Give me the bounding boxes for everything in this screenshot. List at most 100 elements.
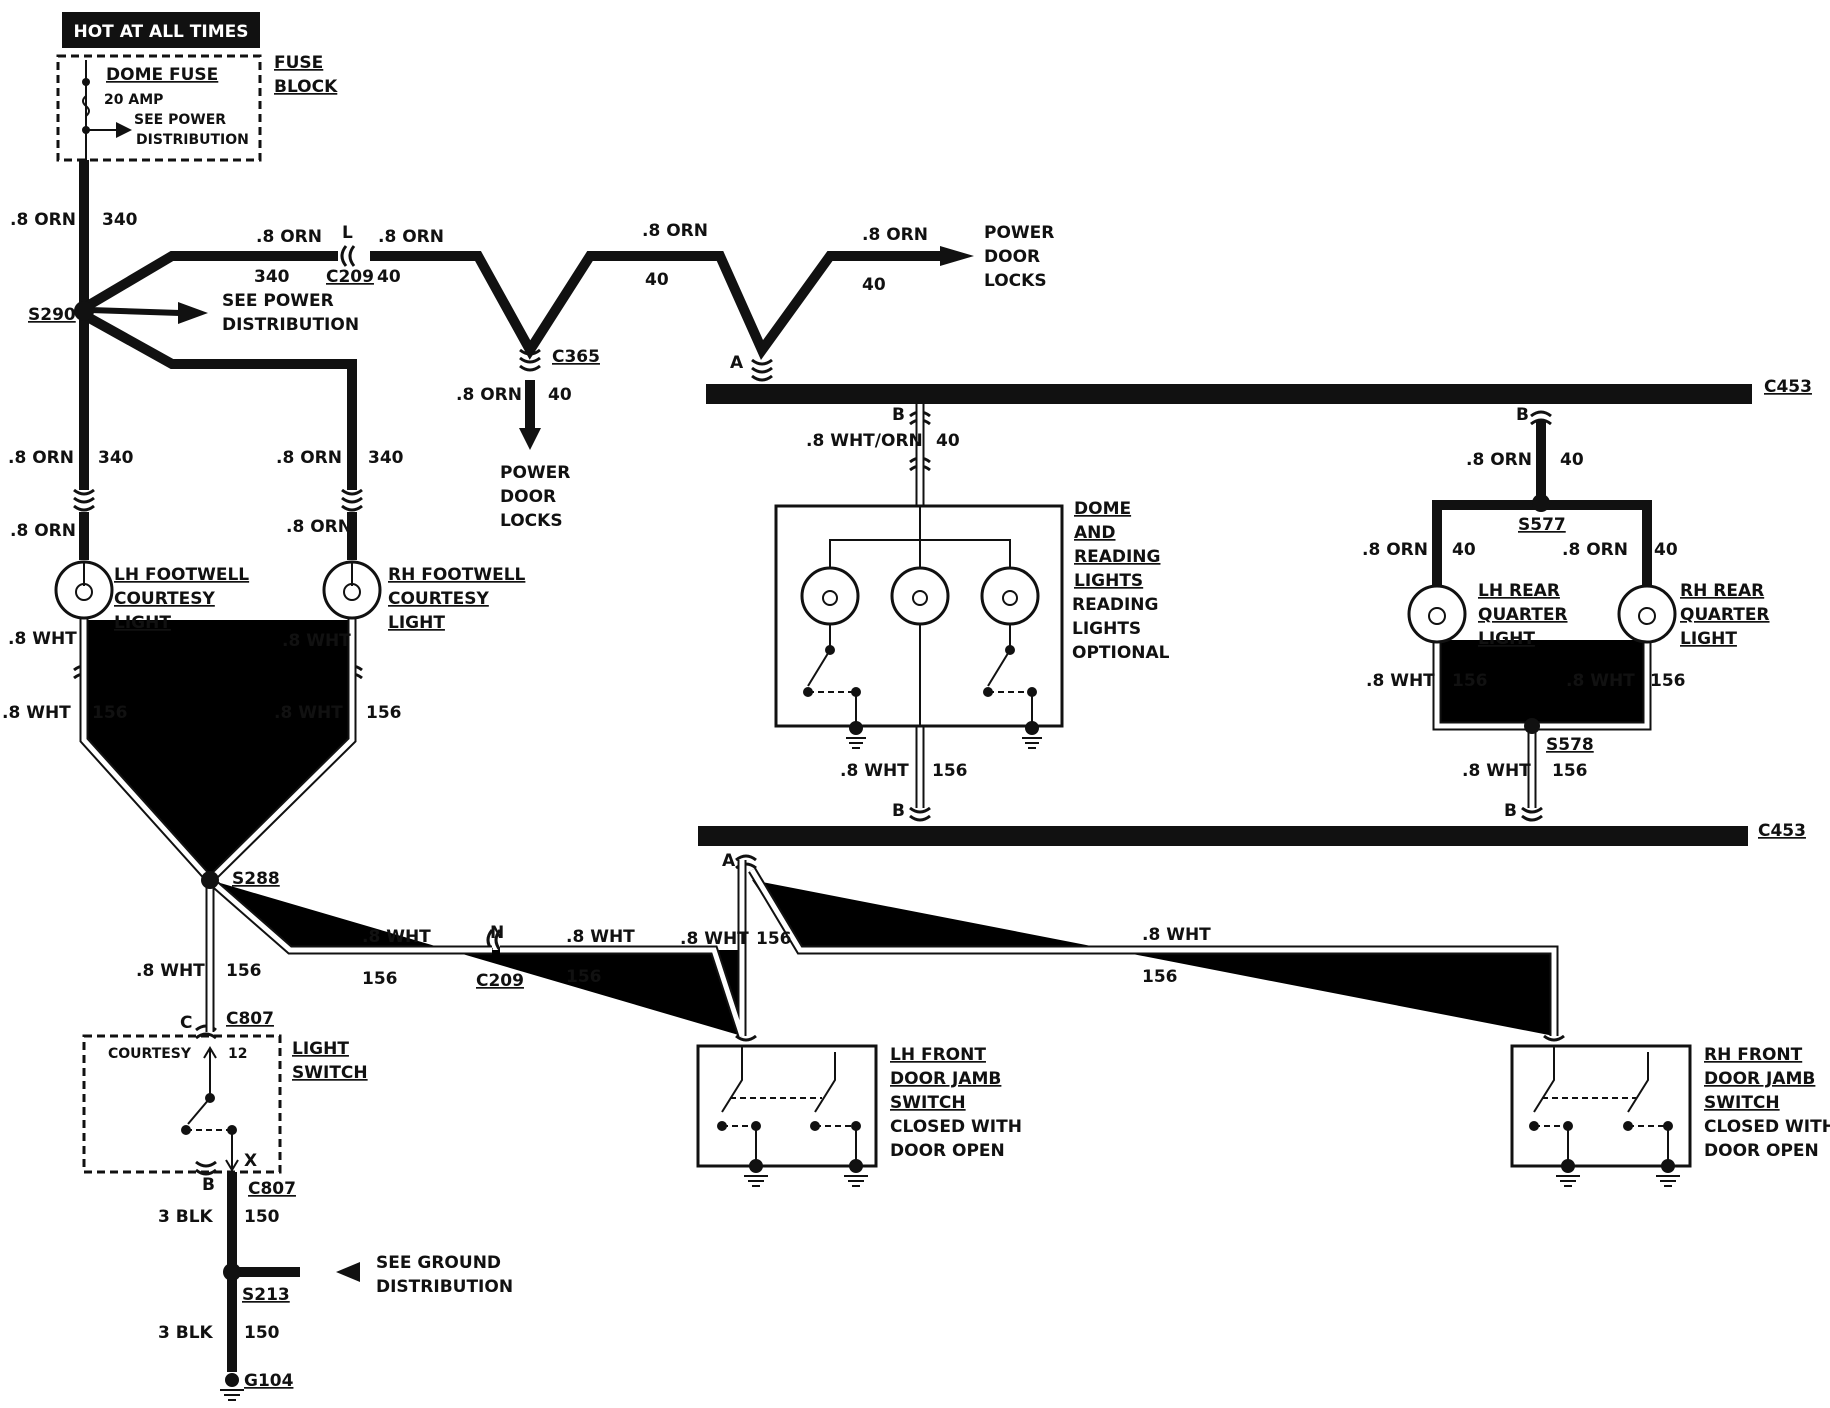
svg-text:X: X	[244, 1151, 257, 1171]
svg-text:3 BLK: 3 BLK	[158, 1207, 214, 1227]
svg-text:.8 WHT: .8 WHT	[1566, 671, 1635, 691]
svg-text:.8 ORN: .8 ORN	[1362, 540, 1428, 560]
fuse-element-icon	[82, 95, 90, 117]
svg-text:340: 340	[368, 448, 404, 468]
svg-text:SEE GROUND: SEE GROUND	[376, 1253, 501, 1273]
svg-text:B: B	[892, 405, 905, 425]
svg-text:C: C	[180, 1013, 192, 1033]
splice-s288	[201, 871, 219, 889]
door-locks-down-arrow-icon	[519, 428, 541, 450]
svg-text:OPTIONAL: OPTIONAL	[1072, 643, 1170, 663]
rh-rear-quarter-lamp-icon	[1617, 584, 1677, 644]
svg-text:LOCKS: LOCKS	[984, 271, 1047, 291]
svg-text:S577: S577	[1518, 515, 1566, 535]
svg-text:.8 ORN: .8 ORN	[1466, 450, 1532, 470]
svg-text:DOME: DOME	[1074, 499, 1131, 519]
fuse-rating-label: 20 AMP	[104, 92, 163, 108]
svg-text:DOOR JAMB: DOOR JAMB	[890, 1069, 1001, 1089]
light-switch-outline	[82, 1034, 282, 1174]
svg-text:DISTRIBUTION: DISTRIBUTION	[376, 1277, 513, 1297]
svg-text:LH FRONT: LH FRONT	[890, 1045, 986, 1065]
svg-text:40: 40	[1654, 540, 1678, 560]
svg-text:.8 WHT: .8 WHT	[8, 629, 77, 649]
svg-text:L: L	[342, 223, 353, 243]
svg-text:156: 156	[226, 961, 262, 981]
svg-text:.8 ORN: .8 ORN	[10, 210, 76, 230]
svg-text:150: 150	[244, 1323, 280, 1343]
svg-text:DOOR JAMB: DOOR JAMB	[1704, 1069, 1815, 1089]
svg-text:156: 156	[566, 967, 602, 987]
ground-icon	[744, 1159, 1680, 1187]
rh-footwell-lamp-icon	[322, 560, 382, 620]
svg-text:READING: READING	[1072, 595, 1158, 615]
svg-text:LIGHTS: LIGHTS	[1072, 619, 1141, 639]
svg-text:POWER: POWER	[500, 463, 570, 483]
svg-text:.8 WHT: .8 WHT	[274, 703, 343, 723]
svg-text:.8 WHT: .8 WHT	[566, 927, 635, 947]
svg-text:RH REAR: RH REAR	[1680, 581, 1764, 601]
svg-text:DOOR: DOOR	[500, 487, 556, 507]
svg-text:LIGHT: LIGHT	[114, 613, 171, 633]
lh-door-jamb-switch-box	[696, 1044, 878, 1168]
reading-light-switch-icon	[803, 624, 1037, 730]
fuse-terminal-icon	[82, 78, 90, 86]
svg-text:LIGHT: LIGHT	[292, 1039, 349, 1059]
svg-text:156: 156	[756, 929, 792, 949]
fuse-block-label-1: FUSE	[274, 53, 323, 73]
svg-text:156: 156	[92, 703, 128, 723]
svg-text:A: A	[730, 353, 744, 373]
svg-text:156: 156	[1650, 671, 1686, 691]
svg-text:.8 ORN: .8 ORN	[862, 225, 928, 245]
svg-text:S578: S578	[1546, 735, 1594, 755]
dome-lamp-icon	[800, 566, 1040, 626]
svg-text:.8 WHT: .8 WHT	[2, 703, 71, 723]
dome-fuse-label: DOME FUSE	[106, 65, 218, 85]
svg-text:156: 156	[1452, 671, 1488, 691]
svg-text:DOOR OPEN: DOOR OPEN	[890, 1141, 1005, 1161]
svg-text:40: 40	[645, 270, 669, 290]
svg-text:.8 WHT: .8 WHT	[1366, 671, 1435, 691]
lh-rear-quarter-lamp-icon	[1407, 584, 1467, 644]
svg-text:DISTRIBUTION: DISTRIBUTION	[222, 315, 359, 335]
power-distribution-wire	[89, 307, 181, 316]
svg-text:.8 WHT: .8 WHT	[840, 761, 909, 781]
component-labels: LH FOOTWELL COURTESY LIGHT RH FOOTWELL C…	[108, 499, 1830, 1161]
svg-text:C807: C807	[226, 1009, 274, 1029]
lh-footwell-lamp-icon	[54, 560, 114, 620]
svg-text:.8 ORN: .8 ORN	[642, 221, 708, 241]
svg-text:.8 WHT/ORN: .8 WHT/ORN	[806, 431, 923, 451]
reference-labels: SEE POWER DISTRIBUTION POWER DOOR LOCKS …	[222, 223, 1054, 1297]
connector-c453-lower	[698, 826, 1748, 846]
splice-s578	[1524, 718, 1540, 734]
svg-text:40: 40	[548, 385, 572, 405]
svg-text:SWITCH: SWITCH	[890, 1093, 966, 1113]
connector-c453-upper	[706, 384, 1752, 404]
fuse-block-label-2: BLOCK	[274, 77, 338, 97]
svg-text:N: N	[490, 923, 504, 943]
splice-s213	[223, 1263, 241, 1281]
svg-text:B: B	[202, 1175, 215, 1195]
svg-text:156: 156	[1552, 761, 1588, 781]
jamb-switch-contact-icon	[717, 1046, 1673, 1166]
svg-text:.8 ORN: .8 ORN	[8, 448, 74, 468]
svg-text:LIGHT: LIGHT	[1478, 629, 1535, 649]
hot-at-all-times-label: HOT AT ALL TIMES	[74, 22, 249, 42]
svg-text:.8 ORN: .8 ORN	[456, 385, 522, 405]
svg-text:COURTESY: COURTESY	[114, 589, 216, 609]
connector-labels: L C209 C365 A B B C453 B B C453 A N C209…	[180, 223, 1812, 1391]
splice-s290	[74, 301, 94, 321]
svg-text:340: 340	[98, 448, 134, 468]
svg-text:CLOSED WITH: CLOSED WITH	[890, 1117, 1022, 1137]
svg-text:.8 ORN: .8 ORN	[1562, 540, 1628, 560]
svg-text:LIGHT: LIGHT	[388, 613, 445, 633]
svg-text:LIGHTS: LIGHTS	[1074, 571, 1143, 591]
svg-text:G104: G104	[244, 1371, 294, 1391]
splice-s577	[1532, 494, 1550, 512]
svg-text:COURTESY: COURTESY	[108, 1046, 192, 1062]
svg-text:.8 ORN: .8 ORN	[256, 227, 322, 247]
svg-text:QUARTER: QUARTER	[1478, 605, 1568, 625]
svg-text:C453: C453	[1764, 377, 1812, 397]
svg-text:C453: C453	[1758, 821, 1806, 841]
svg-text:SWITCH: SWITCH	[1704, 1093, 1780, 1113]
